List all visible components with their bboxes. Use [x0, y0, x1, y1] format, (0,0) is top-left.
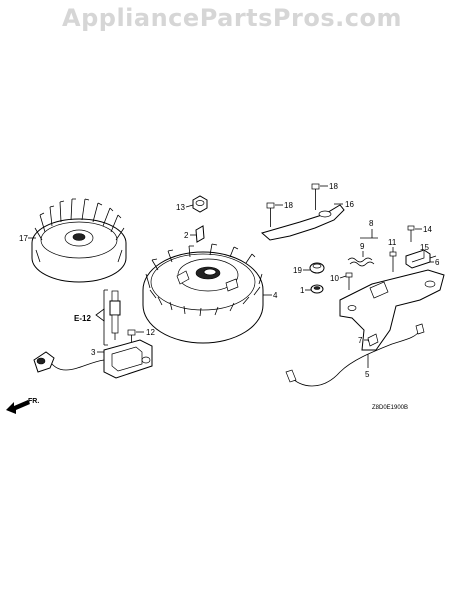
bolt-11[interactable]: [389, 251, 397, 272]
callout-6: 6: [430, 258, 440, 267]
diagram-code: Z8D0E1900B: [372, 405, 408, 411]
bolt-18-right[interactable]: [311, 183, 320, 210]
callout-10: 10: [330, 274, 347, 283]
callout-5: 5: [365, 354, 370, 379]
callout-16: 16: [334, 200, 354, 209]
callout-3: 3: [91, 348, 104, 357]
svg-text:Z8D0E1900B: Z8D0E1900B: [372, 405, 408, 411]
svg-text:17: 17: [19, 234, 28, 243]
callout-12: 12: [136, 328, 155, 337]
front-direction-arrow: FR.: [6, 398, 39, 414]
bolt-18-left[interactable]: [266, 202, 275, 227]
svg-text:16: 16: [345, 200, 354, 209]
nut-13[interactable]: [192, 195, 208, 213]
svg-text:7: 7: [358, 336, 363, 345]
ignition-coil-3[interactable]: [33, 339, 153, 379]
callout-15: 15: [420, 243, 429, 252]
stop-wire-5[interactable]: [285, 323, 425, 387]
callout-17: 17: [19, 234, 36, 243]
svg-text:4: 4: [273, 291, 278, 300]
svg-text:10: 10: [330, 274, 339, 283]
callout-14: 14: [415, 225, 432, 234]
flywheel-17[interactable]: [31, 198, 127, 283]
callout-1: 1: [300, 286, 311, 295]
grommet-1[interactable]: [310, 284, 324, 294]
stop-lever-plate[interactable]: [339, 269, 445, 351]
svg-text:E-12: E-12: [74, 314, 91, 323]
callout-18-left: 18: [275, 201, 293, 210]
callout-9: 9: [360, 242, 365, 257]
bolt-10[interactable]: [345, 272, 353, 290]
bolt-14[interactable]: [407, 225, 415, 242]
svg-text:5: 5: [365, 370, 370, 379]
callout-13: 13: [176, 203, 194, 212]
svg-text:2: 2: [184, 231, 189, 240]
callout-2: 2: [184, 231, 196, 240]
svg-text:13: 13: [176, 203, 185, 212]
svg-text:18: 18: [329, 182, 338, 191]
callout-19: 19: [293, 266, 310, 275]
svg-text:14: 14: [423, 225, 432, 234]
svg-text:9: 9: [360, 242, 365, 251]
callout-18-right: 18: [320, 182, 338, 191]
watermark: AppliancePartsPros.com: [62, 4, 402, 32]
callout-7: 7: [358, 336, 368, 345]
grommet-19[interactable]: [309, 262, 325, 274]
svg-text:6: 6: [435, 258, 440, 267]
svg-text:11: 11: [388, 238, 397, 247]
callout-11: 11: [388, 238, 397, 252]
switch-6[interactable]: [405, 249, 437, 269]
callout-8: 8: [360, 219, 378, 239]
svg-text:19: 19: [293, 266, 302, 275]
fan-flywheel-4[interactable]: [142, 243, 264, 344]
clip-7[interactable]: [367, 333, 379, 347]
ref-e12: E-12: [74, 308, 105, 323]
svg-text:12: 12: [146, 328, 155, 337]
bracket-16[interactable]: [260, 204, 345, 241]
callout-4: 4: [263, 291, 278, 300]
key-2[interactable]: [195, 225, 205, 243]
svg-text:1: 1: [300, 286, 305, 295]
spark-plug[interactable]: [103, 289, 121, 346]
svg-text:FR.: FR.: [28, 398, 39, 405]
svg-text:15: 15: [420, 243, 429, 252]
svg-text:18: 18: [284, 201, 293, 210]
spring-9[interactable]: [347, 257, 375, 267]
svg-text:3: 3: [91, 348, 96, 357]
svg-text:8: 8: [369, 219, 374, 228]
